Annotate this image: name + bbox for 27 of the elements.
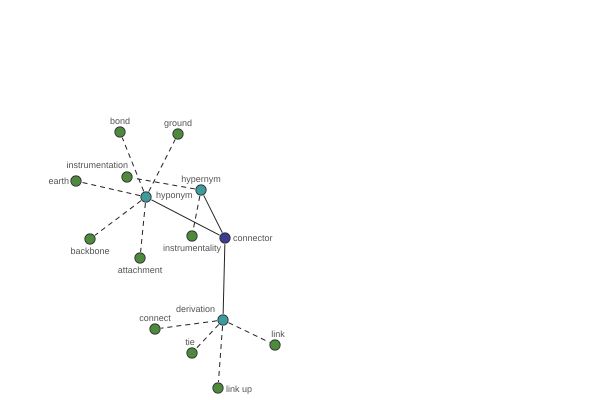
node-label: hypernym [181, 174, 221, 184]
node-label: connector [233, 233, 273, 243]
node-label: instrumentality [162, 243, 222, 253]
connector-line [203, 194, 223, 234]
node-label: connect [139, 313, 171, 323]
dashed-connector [160, 320, 218, 329]
node-label: instrumentation [66, 160, 128, 170]
dashed-connector [196, 324, 220, 350]
node-label: derivation [176, 304, 215, 314]
node-label: link [271, 329, 285, 339]
node-label: hyponym [156, 190, 193, 200]
node-label: link up [226, 384, 252, 394]
dashed-connector [81, 182, 141, 196]
dashed-connector [218, 326, 224, 382]
node-label: ground [164, 118, 192, 128]
node-label: earth [48, 176, 69, 186]
node-label: tie [185, 337, 195, 347]
node-label: bond [110, 116, 130, 126]
dashed-connector [140, 202, 146, 252]
dashed-connector [122, 137, 144, 192]
dashed-connector [148, 138, 176, 192]
dashed-connector [94, 200, 142, 236]
node-label: attachment [118, 265, 162, 275]
connector-line [150, 199, 220, 236]
connector-line [222, 244, 226, 314]
dashed-connector [228, 322, 270, 343]
node-label: backbone [70, 246, 110, 256]
